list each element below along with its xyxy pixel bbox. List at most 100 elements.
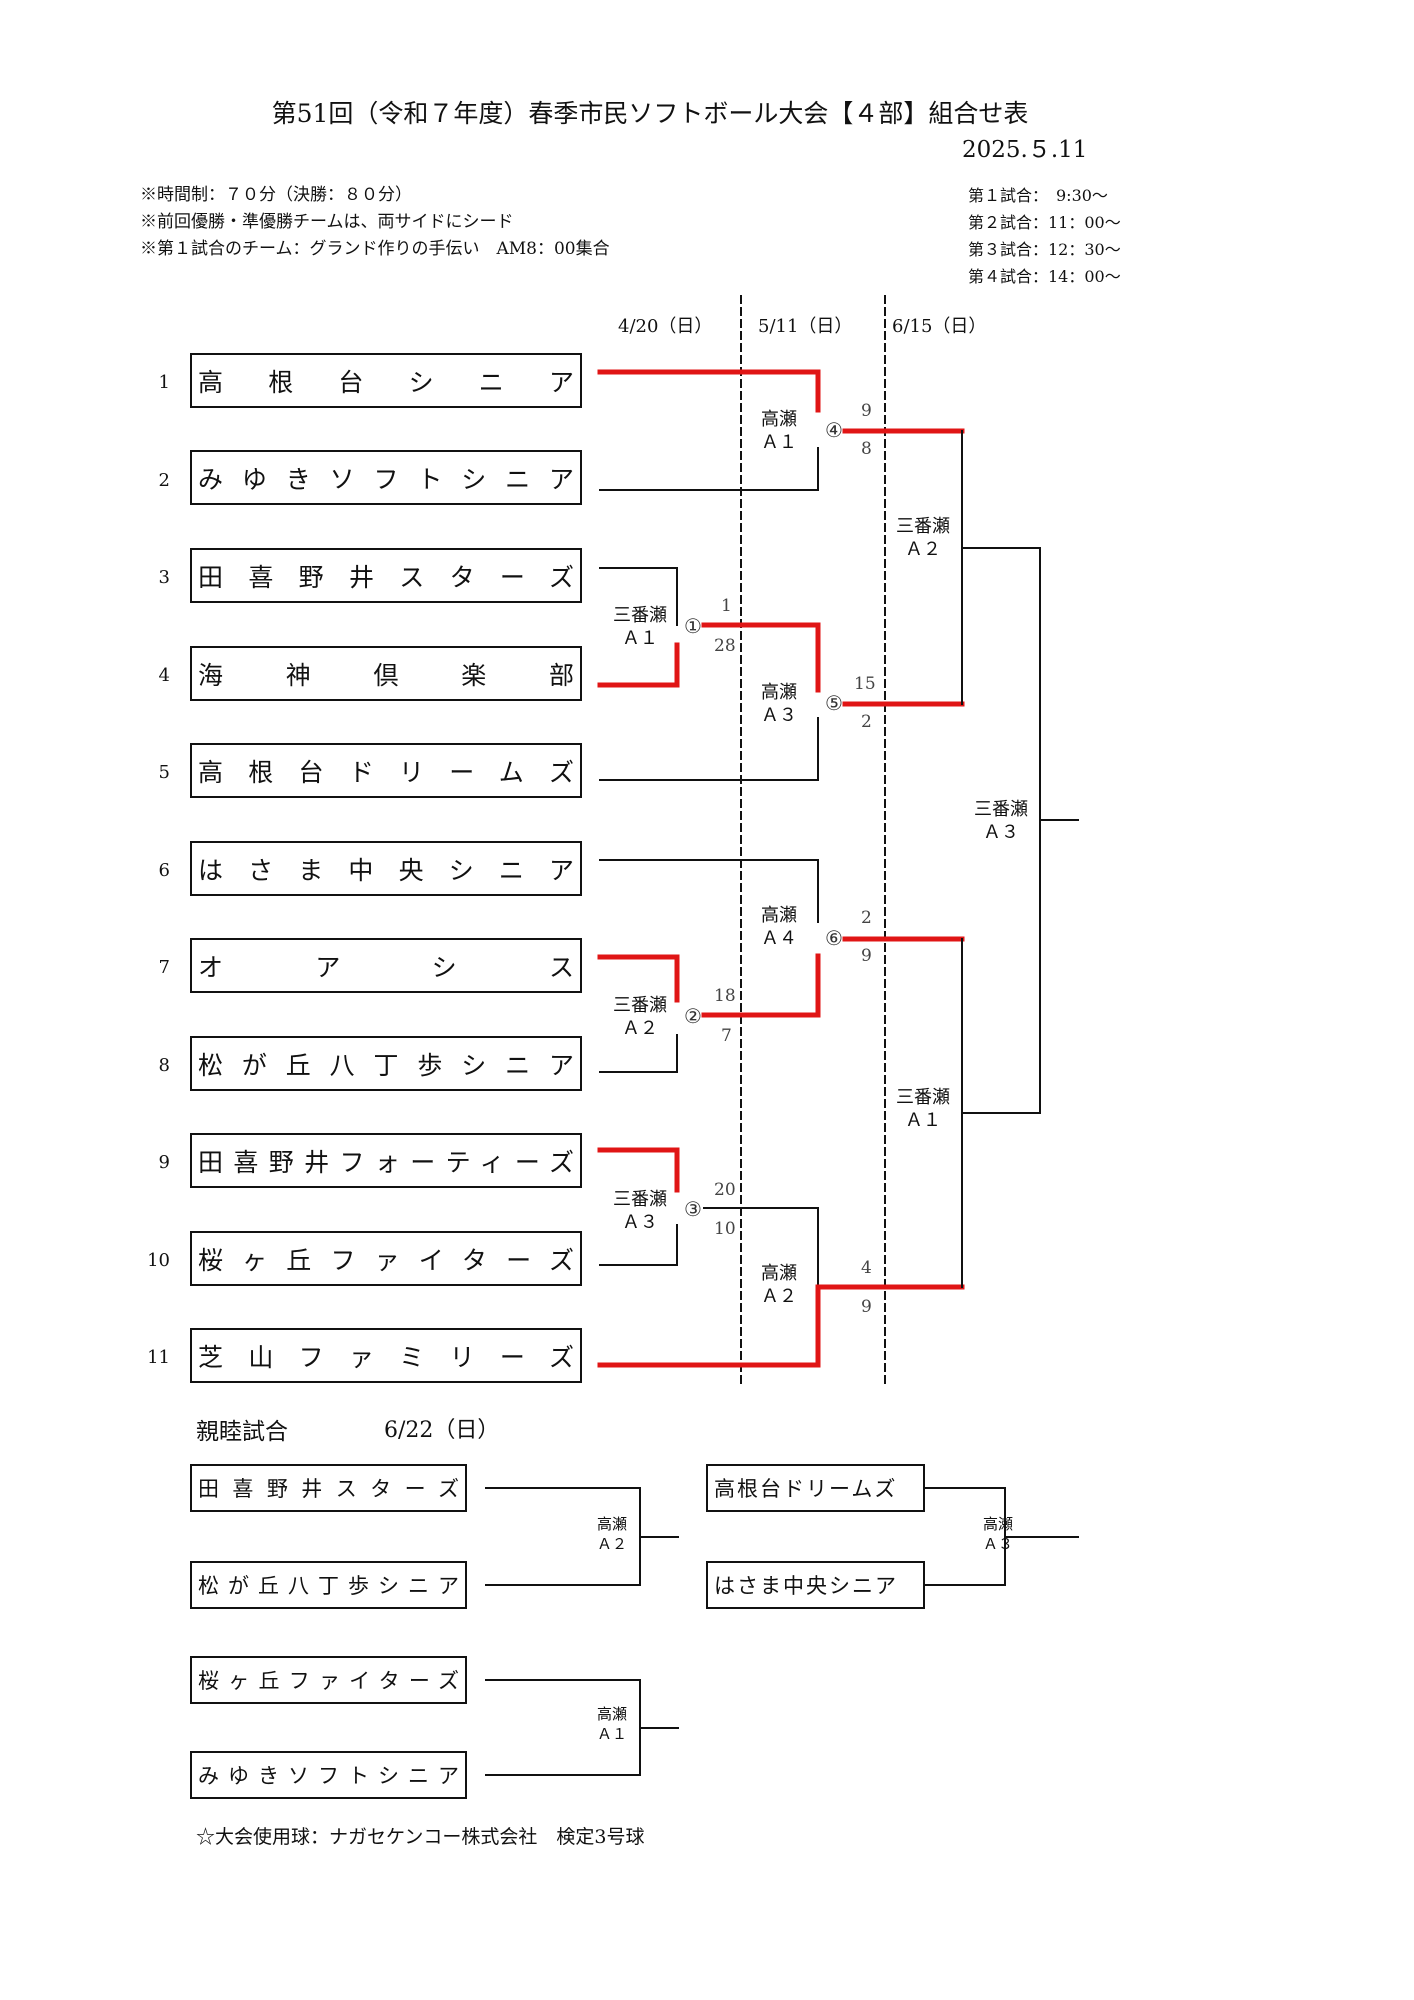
game-7-score-bottom: 9 xyxy=(861,1297,872,1317)
friendly-team-box: 松が丘八丁歩シニア xyxy=(190,1561,467,1609)
venue-name: 高瀬 xyxy=(982,1515,1013,1533)
game-3-number: ③ xyxy=(684,1197,702,1221)
venue-name: 高瀬 xyxy=(596,1515,627,1533)
game-1-score-bottom: 28 xyxy=(714,636,736,656)
friendly-team-box: 高根台ドリームズ xyxy=(706,1464,925,1512)
team-name: 田喜野井フォーティーズ xyxy=(198,1147,574,1177)
schedule-game-3: 第３試合：12：30～ xyxy=(968,240,1121,259)
team-name: 高根台ドリームズ xyxy=(198,757,574,787)
friendly-title: 親睦試合 xyxy=(196,1419,288,1445)
venue-name: 高瀬 xyxy=(761,1263,797,1284)
game-2-number: ② xyxy=(684,1004,702,1028)
friendly-team-box: 田喜野井スターズ xyxy=(190,1464,467,1512)
venue-court: Ａ３ xyxy=(982,1535,1013,1553)
game-4-venue: 高瀬 Ａ１ xyxy=(749,408,809,454)
venue-court: Ａ２ xyxy=(905,539,941,560)
venue-court: Ａ４ xyxy=(761,928,797,949)
round-1-date: 4/20（日） xyxy=(618,316,713,337)
friendly-2-venue: 高瀬 Ａ３ xyxy=(972,1514,1024,1554)
friendly-team-name: 田喜野井スターズ xyxy=(198,1477,459,1501)
team-box: 田喜野井フォーティーズ xyxy=(190,1133,582,1188)
note-time-limit: ※時間制：７０分（決勝：８０分） xyxy=(140,185,412,205)
final-venue: 三番瀬 Ａ３ xyxy=(962,798,1040,844)
venue-name: 高瀬 xyxy=(761,409,797,430)
venue-name: 高瀬 xyxy=(596,1705,627,1723)
footer-note: ☆大会使用球：ナガセケンコー株式会社 検定3号球 xyxy=(196,1826,645,1848)
game-6-venue: 高瀬 Ａ４ xyxy=(749,904,809,950)
team-number: 7 xyxy=(158,957,170,978)
friendly-team-box: 桜ヶ丘ファイターズ xyxy=(190,1656,467,1704)
venue-court: Ａ１ xyxy=(761,432,797,453)
team-box: みゆきソフトシニア xyxy=(190,450,582,505)
venue-name: 三番瀬 xyxy=(613,995,667,1016)
game-2-score-top: 18 xyxy=(714,986,736,1006)
team-number: 4 xyxy=(158,665,170,686)
team-number: 8 xyxy=(158,1055,170,1076)
team-name: 松が丘八丁歩シニア xyxy=(198,1050,574,1080)
team-name: 田喜野井スターズ xyxy=(198,562,574,592)
game-3-score-top: 20 xyxy=(714,1180,736,1200)
team-box: 高根台シニア xyxy=(190,353,582,408)
game-4-score-bottom: 8 xyxy=(861,439,872,459)
venue-name: 高瀬 xyxy=(761,682,797,703)
game-2-score-bottom: 7 xyxy=(721,1026,732,1046)
schedule-game-2: 第２試合：11：00～ xyxy=(968,213,1121,232)
venue-name: 三番瀬 xyxy=(613,605,667,626)
team-name: 芝山ファミリーズ xyxy=(198,1342,574,1372)
game-7-score-top: 4 xyxy=(861,1258,872,1278)
game-2-venue: 三番瀬 Ａ２ xyxy=(604,994,676,1040)
schedule-game-4: 第４試合：14：00～ xyxy=(968,267,1121,286)
venue-court: Ａ２ xyxy=(596,1535,627,1553)
team-name: 海神倶楽部 xyxy=(198,660,574,690)
team-number: 3 xyxy=(158,567,170,588)
team-number: 2 xyxy=(158,470,170,491)
game-5-score-bottom: 2 xyxy=(861,712,872,732)
team-box: はさま中央シニア xyxy=(190,841,582,896)
venue-court: Ａ２ xyxy=(761,1286,797,1307)
game-5-number: ⑤ xyxy=(825,691,843,715)
team-box: 高根台ドリームズ xyxy=(190,743,582,798)
team-number: 5 xyxy=(158,762,170,783)
team-number: 6 xyxy=(158,860,170,881)
friendly-3-venue: 高瀬 Ａ１ xyxy=(586,1704,638,1744)
team-name: はさま中央シニア xyxy=(198,855,574,885)
round-3-date: 6/15（日） xyxy=(892,316,987,337)
venue-name: 三番瀬 xyxy=(896,516,950,537)
friendly-team-name: みゆきソフトシニア xyxy=(198,1764,459,1788)
game-6-score-top: 2 xyxy=(861,908,872,928)
note-ground-prep: ※第１試合のチーム：グランド作りの手伝い AM8：00集合 xyxy=(140,239,610,259)
venue-court: Ａ３ xyxy=(983,822,1019,843)
venue-court: Ａ１ xyxy=(905,1110,941,1131)
team-box: 桜ヶ丘ファイターズ xyxy=(190,1231,582,1286)
friendly-date: 6/22（日） xyxy=(384,1418,500,1443)
semi-1-venue: 三番瀬 Ａ２ xyxy=(884,515,962,561)
game-6-number: ⑥ xyxy=(825,926,843,950)
team-name: オアシス xyxy=(198,952,574,982)
venue-court: Ａ３ xyxy=(622,1212,658,1233)
game-5-score-top: 15 xyxy=(854,674,876,694)
team-number: 11 xyxy=(147,1347,170,1368)
schedule-game-1: 第１試合： 9:30～ xyxy=(968,186,1108,205)
game-3-venue: 三番瀬 Ａ３ xyxy=(604,1188,676,1234)
game-4-number: ④ xyxy=(825,418,843,442)
team-number: 9 xyxy=(158,1152,170,1173)
friendly-team-name: 松が丘八丁歩シニア xyxy=(198,1574,459,1598)
round-2-date: 5/11（日） xyxy=(758,316,853,337)
game-7-venue: 高瀬 Ａ２ xyxy=(749,1262,809,1308)
note-seed: ※前回優勝・準優勝チームは、両サイドにシード xyxy=(140,212,514,232)
venue-name: 三番瀬 xyxy=(613,1189,667,1210)
game-1-number: ① xyxy=(684,614,702,638)
venue-court: Ａ２ xyxy=(622,1018,658,1039)
document-date: 2025.５.11 xyxy=(962,137,1088,163)
venue-name: 高瀬 xyxy=(761,905,797,926)
team-number: 1 xyxy=(158,372,170,393)
team-name: 桜ヶ丘ファイターズ xyxy=(198,1245,574,1275)
game-1-score-top: 1 xyxy=(721,596,732,616)
venue-name: 三番瀬 xyxy=(896,1087,950,1108)
team-name: 高根台シニア xyxy=(198,367,574,397)
team-number: 10 xyxy=(147,1250,170,1271)
game-6-score-bottom: 9 xyxy=(861,946,872,966)
page-title: 第51回（令和７年度）春季市民ソフトボール大会【４部】組合せ表 xyxy=(271,99,1029,128)
friendly-team-name: はさま中央シニア xyxy=(714,1574,898,1598)
team-box: 芝山ファミリーズ xyxy=(190,1328,582,1383)
